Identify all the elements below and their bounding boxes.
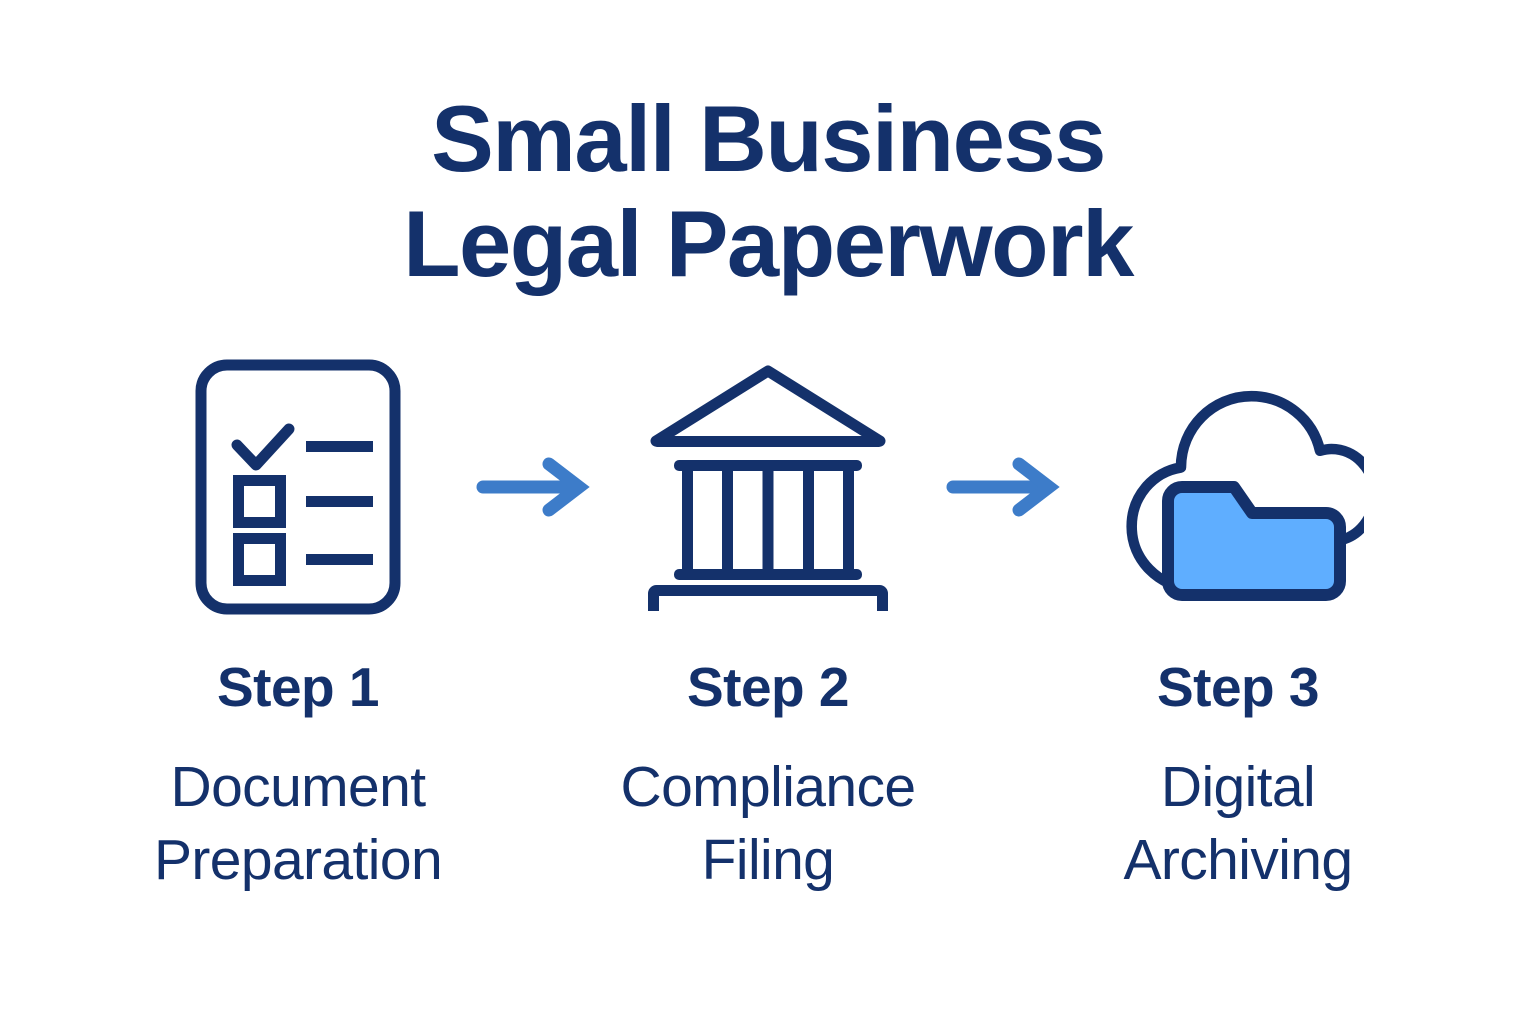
- step-1-description-line-1: Document: [170, 755, 427, 819]
- page-title-line-2: Legal Paperwork: [403, 191, 1134, 297]
- step-3-title: Step 3: [1156, 656, 1320, 718]
- step-3-description: Digital Archiving: [1123, 751, 1353, 897]
- page-title-line-1: Small Business: [431, 86, 1106, 191]
- step-1: Step 1 Document Preparation: [133, 356, 463, 897]
- step-1-title: Step 1: [216, 656, 380, 718]
- arrow-right-icon: [946, 457, 1060, 517]
- cloud-folder-icon: [1126, 390, 1364, 601]
- step-2: Step 2 Compliance Filing: [603, 356, 933, 897]
- step-2-icon-slot: [633, 356, 903, 618]
- step-2-description-line-1: Compliance: [620, 755, 917, 819]
- arrow-right-icon: [476, 457, 590, 517]
- connector-2-slot: [933, 356, 1073, 618]
- connector-1-slot: [463, 356, 603, 618]
- step-3-icon-slot: [1103, 356, 1373, 618]
- government-building-icon: [648, 365, 888, 611]
- step-1-icon-slot: [163, 356, 433, 618]
- steps-row: Step 1 Document Preparation: [0, 356, 1536, 916]
- page-title: Small Business Legal Paperwork: [0, 86, 1536, 297]
- checklist-document-icon: [195, 359, 401, 615]
- step-3-description-line-1: Digital: [1160, 755, 1316, 819]
- step-1-description-line-2: Preparation: [153, 827, 443, 892]
- step-3-description-line-2: Archiving: [1123, 827, 1353, 892]
- step-2-title: Step 2: [686, 656, 850, 718]
- step-1-description: Document Preparation: [153, 751, 443, 897]
- step-2-description-line-2: Filing: [701, 827, 835, 892]
- step-3: Step 3 Digital Archiving: [1073, 356, 1403, 897]
- step-2-description: Compliance Filing: [620, 751, 917, 897]
